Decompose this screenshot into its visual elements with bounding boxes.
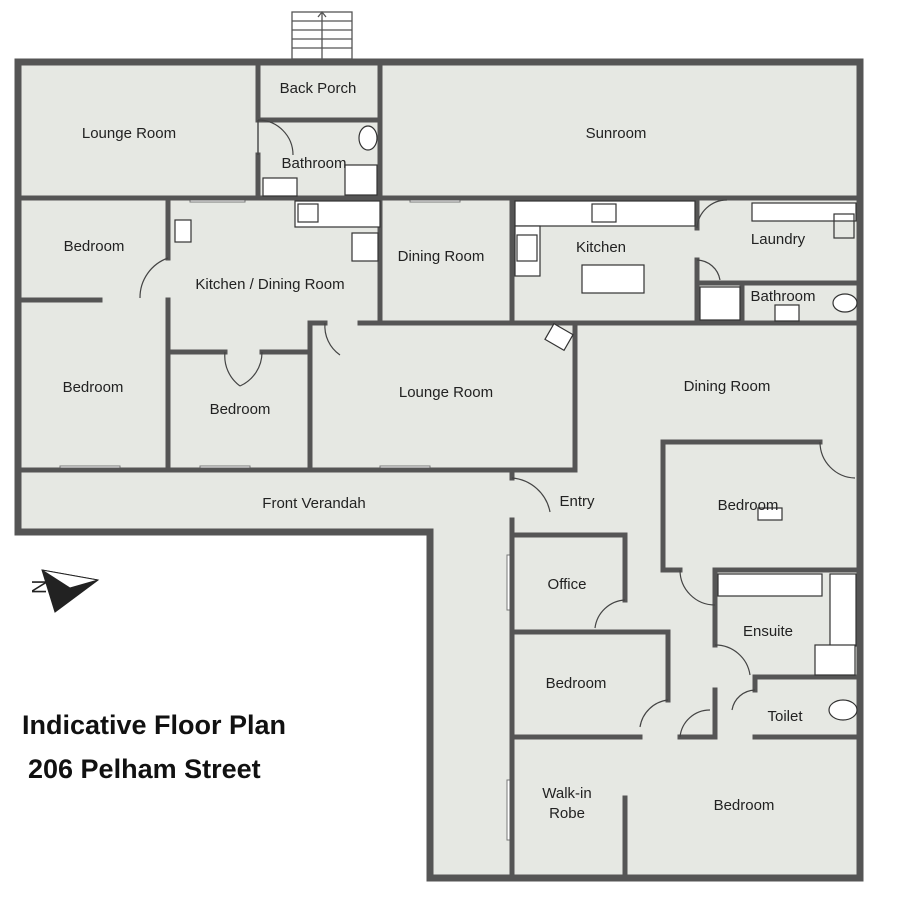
shower-icon [344, 164, 378, 196]
back-stairs [291, 10, 353, 60]
toilet-label: Toilet [767, 708, 803, 725]
bedroom-2-label: Bedroom [63, 379, 124, 396]
bathtub-icon [829, 573, 857, 647]
bedroom-4-label: Bedroom [718, 497, 779, 514]
toilet-3-icon [828, 699, 858, 721]
ensuite-label: Ensuite [743, 623, 793, 640]
walkin-robe-label-line2: Robe [549, 805, 585, 822]
fridge-icon [174, 219, 192, 243]
laundry-bench-icon [751, 202, 857, 222]
kitchen-label: Kitchen [576, 239, 626, 256]
lounge-room-1-label: Lounge Room [82, 125, 176, 142]
stove-icon [351, 232, 379, 262]
vanity-2-icon [774, 304, 800, 322]
fixtures [174, 125, 858, 721]
cooktop-icon [516, 234, 538, 262]
laundry-tub-icon [833, 213, 855, 239]
vanity-icon [262, 177, 298, 197]
side-bench-icon [514, 225, 541, 277]
sink-icon [297, 203, 319, 223]
bathroom-2-label: Bathroom [750, 288, 815, 305]
shower-2-icon [699, 286, 741, 321]
interior-walls [15, 59, 863, 881]
back-porch-label: Back Porch [280, 80, 357, 97]
compass: N [29, 569, 100, 613]
toilet-icon [358, 125, 378, 151]
laundry-label: Laundry [751, 231, 806, 248]
kitchen-bench-icon [294, 200, 381, 228]
bed-marker-icon [757, 507, 783, 521]
sink-2-icon [591, 203, 617, 223]
outer-walls [14, 58, 864, 882]
doors [139, 119, 856, 738]
entry-label: Entry [559, 493, 595, 510]
compass-north-label: N [29, 580, 51, 594]
dining-room-1-label: Dining Room [398, 248, 485, 265]
kitchen-island-icon [581, 264, 645, 294]
fireplace-icon [544, 322, 574, 352]
room-labels: Lounge Room Back Porch Bathroom Sunroom … [63, 80, 816, 822]
plan-address: 206 Pelham Street [28, 754, 261, 784]
bedroom-1-label: Bedroom [64, 238, 125, 255]
front-verandah-label: Front Verandah [262, 495, 365, 512]
sunroom-label: Sunroom [586, 125, 647, 142]
toilet-2-icon [832, 293, 858, 313]
ensuite-bench-icon [717, 573, 823, 597]
office-label: Office [548, 576, 587, 593]
lounge-room-2-label: Lounge Room [399, 384, 493, 401]
bathroom-1-label: Bathroom [281, 155, 346, 172]
bedroom-6-label: Bedroom [714, 797, 775, 814]
bedroom-5-label: Bedroom [546, 675, 607, 692]
walkin-robe-label-line1: Walk-in [542, 785, 591, 802]
plan-title: Indicative Floor Plan [22, 710, 287, 740]
shower-3-icon [814, 644, 856, 676]
dining-room-2-label: Dining Room [684, 378, 771, 395]
bedroom-3-label: Bedroom [210, 401, 271, 418]
kitchen-dining-label: Kitchen / Dining Room [195, 276, 344, 293]
